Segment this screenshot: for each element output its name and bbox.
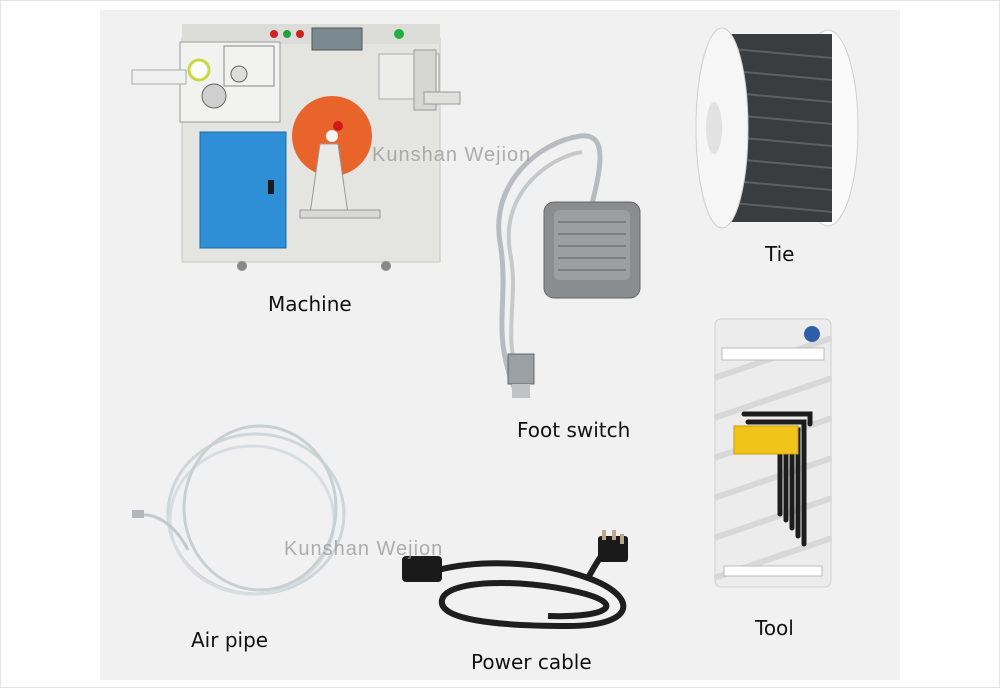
power-cable-label: Power cable [471, 650, 592, 674]
tool-package-image [714, 318, 832, 588]
tool-label: Tool [755, 616, 794, 640]
foot-switch-label: Foot switch [517, 418, 631, 442]
air-pipe-image [128, 420, 354, 616]
machine-label: Machine [268, 292, 352, 316]
tie-label: Tie [765, 242, 795, 266]
watermark-top: Kunshan Wejion [372, 144, 532, 166]
power-cable-image [398, 530, 656, 636]
watermark-bottom: Kunshan Wejion [284, 538, 444, 560]
tie-spool-image [692, 18, 864, 240]
machine-image [124, 14, 464, 276]
air-pipe-label: Air pipe [191, 628, 269, 652]
foot-switch-image [470, 122, 660, 422]
